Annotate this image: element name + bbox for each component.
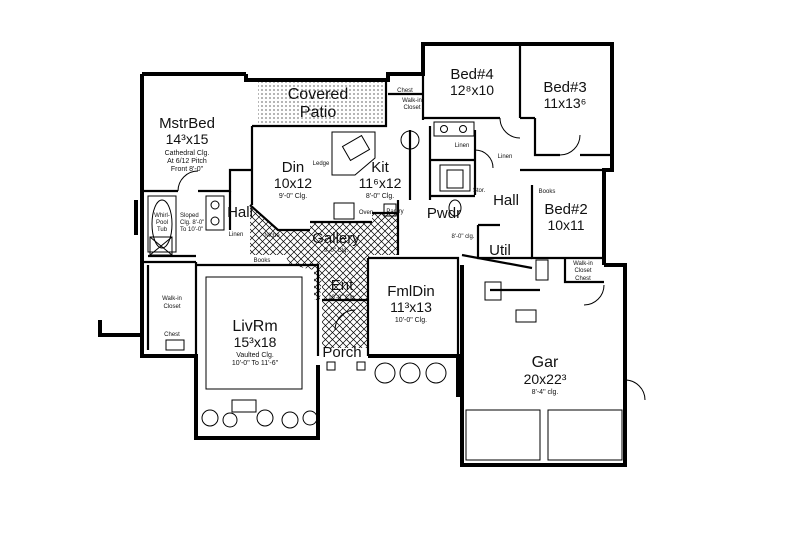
fml-din-name: FmlDin [387,283,435,300]
patio-label-1: Covered [288,86,348,103]
gallery-name: Gallery [312,230,360,247]
din-name: Din [282,159,305,176]
exterior-walls [98,42,627,467]
room-gallery: Gallery 9'-0" Clg. [312,230,360,254]
fml-din-dim: 11³x13 [390,299,432,315]
oven-label: Oven [359,210,373,216]
porch-name: Porch [322,344,361,361]
room-pwdr: Pwdr [427,205,461,222]
interior-walls [142,44,612,390]
sloped-label-3: To 10'-0" [180,227,203,233]
books-left: Books [254,258,271,264]
liv-rm-note2: 10'-0" To 11'-6" [232,360,279,367]
bed3-name: Bed#3 [543,79,586,96]
whirlpool-label-3: Tub [157,227,168,233]
chest-bed4: Chest [397,88,413,94]
books-right: Books [539,189,556,195]
din-note: 9'-0" Clg. [279,193,307,200]
util-note: 8'-0" clg. [452,234,475,240]
room-kit: Kit 11⁶x12 8'-0" Clg. [359,159,402,200]
linen-hall: Linen [498,154,513,160]
room-liv-rm: LivRm 15³x18 Vaulted Clg. 10'-0" To 11'-… [232,318,279,367]
din-dim: 10x12 [274,175,312,191]
pwdr-name: Pwdr [427,205,461,222]
room-bed4: Bed#4 12⁸x10 [450,66,494,98]
hall-left-name: Hall [227,204,253,221]
mstr-bed-dim: 14³x15 [166,131,209,147]
bed2-name: Bed#2 [544,201,587,218]
liv-rm-note1: Vaulted Clg. [236,352,274,359]
stor-label: Stor. [473,188,486,194]
walkin-master-2: Closet [163,304,180,310]
pantry-label: Pantry [386,209,403,215]
ent-note: 10'-0" Clg. [328,295,356,301]
room-covered-patio: Covered Patio [288,86,348,121]
mstr-bed-note2: At 6/12 Pitch [167,158,207,165]
gallery-tile [250,205,398,348]
gar-name: Gar [532,354,559,371]
room-hall-right: Hall [493,192,519,209]
gallery-note: 9'-0" Clg. [324,248,349,254]
bed3-dim: 11x13⁶ [544,95,587,111]
room-hall-left: Hall [227,204,253,221]
walkin-bed4-1: Walk-in [402,98,422,104]
ledge-label: Ledge [313,161,330,167]
linen-bath: Linen [455,143,470,149]
kit-dim: 11⁶x12 [359,175,402,191]
sloped-label-2: Clg. 8'-0" [180,220,204,226]
liv-rm-name: LivRm [232,318,277,335]
gar-dim: 20x22³ [524,371,567,387]
walkin-master-1: Walk-in [162,296,182,302]
bed4-name: Bed#4 [450,66,493,83]
room-bed3: Bed#3 11x13⁶ [543,79,586,111]
fixtures [147,117,646,461]
mstr-bed-note1: Cathedral Clg. [165,150,210,157]
niche-label: Niche [264,233,280,239]
whirlpool-label-1: Whirl- [154,213,170,219]
patio-hatch [258,80,386,126]
room-util: Util 8'-0" clg. [452,234,511,259]
walkin-bed2-2: Closet [574,268,591,274]
fml-din-note: 10'-0" Clg. [395,317,427,324]
bed4-dim: 12⁸x10 [450,82,494,98]
util-name: Util [489,242,511,259]
mstr-bed-name: MstrBed [159,115,215,132]
room-bed2: Bed#2 10x11 [544,201,587,233]
ent-name: Ent [331,277,354,294]
mstr-bed-note3: Front 8'-0" [171,166,204,173]
sloped-label-1: Sloped [180,213,199,219]
small-labels: Whirl- Pool Tub Sloped Clg. 8'-0" To 10'… [154,88,593,338]
room-gar: Gar 20x22³ 8'-4" clg. [524,354,567,396]
whirlpool-label-2: Pool [156,220,168,226]
hall-right-name: Hall [493,192,519,209]
room-porch: Porch [322,344,361,361]
kit-note: 8'-0" Clg. [366,193,394,200]
room-mstr-bed: MstrBed 14³x15 Cathedral Clg. At 6/12 Pi… [159,115,215,173]
patio-label-2: Patio [300,104,337,121]
gar-note: 8'-4" clg. [532,389,559,396]
kit-name: Kit [371,159,389,176]
walkin-bed2-1: Walk-in [573,261,593,267]
liv-rm-dim: 15³x18 [234,334,277,350]
bed2-dim: 10x11 [547,217,584,233]
room-ent: Ent 10'-0" Clg. [328,277,356,301]
walkin-bed4-2: Closet [403,105,420,111]
room-din: Din 10x12 9'-0" Clg. [274,159,312,200]
room-fml-din: FmlDin 11³x13 10'-0" Clg. [387,283,435,324]
linen-left: Linen [229,232,244,238]
chest-master: Chest [164,332,180,338]
chest-bed2: Chest [575,276,591,282]
